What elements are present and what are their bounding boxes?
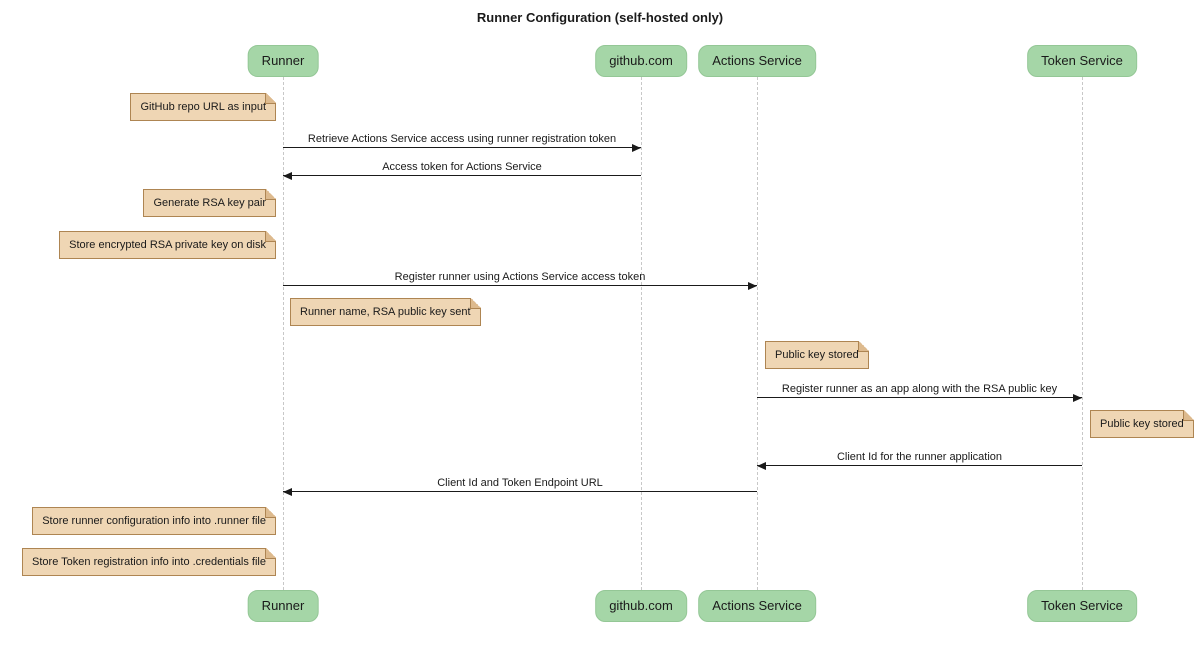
message-line: [283, 491, 757, 492]
lifeline-actions-service: [757, 77, 758, 590]
note-store-runner-file: Store runner configuration info into .ru…: [32, 507, 276, 535]
note-text: Store encrypted RSA private key on disk: [69, 239, 266, 251]
arrowhead-left-icon: [283, 172, 292, 180]
message-line: [283, 175, 641, 176]
lifeline-token-service: [1082, 77, 1083, 590]
arrowhead-left-icon: [757, 462, 766, 470]
message-label: Access token for Actions Service: [382, 161, 542, 173]
diagram-title: Runner Configuration (self-hosted only): [476, 10, 724, 25]
message-label: Register runner using Actions Service ac…: [394, 271, 646, 283]
note-store-credentials-file: Store Token registration info into .cred…: [22, 548, 276, 576]
note-fold-icon: [265, 189, 276, 200]
participant-token-service-bottom: Token Service: [1027, 590, 1137, 622]
participant-runner-bottom: Runner: [247, 590, 319, 622]
message-access-token: Access token for Actions Service: [283, 159, 641, 180]
note-text: Public key stored: [1100, 418, 1184, 430]
message-line: [283, 147, 641, 148]
note-fold-icon: [857, 341, 869, 352]
participant-token-service-top: Token Service: [1027, 45, 1137, 77]
participant-github-top: github.com: [595, 45, 687, 77]
note-fold-icon: [469, 298, 481, 309]
note-github-repo-url: GitHub repo URL as input: [130, 93, 276, 121]
message-register-runner: Register runner using Actions Service ac…: [283, 269, 757, 290]
arrowhead-right-icon: [632, 144, 641, 152]
message-client-id-endpoint: Client Id and Token Endpoint URL: [283, 475, 757, 496]
note-text: Store Token registration info into .cred…: [32, 556, 266, 568]
note-text: Public key stored: [775, 349, 859, 361]
message-client-id-runner-app: Client Id for the runner application: [757, 449, 1082, 470]
participant-actions-service-bottom: Actions Service: [698, 590, 816, 622]
note-store-private-key: Store encrypted RSA private key on disk: [59, 231, 276, 259]
arrowhead-left-icon: [283, 488, 292, 496]
message-label: Register runner as an app along with the…: [781, 383, 1058, 395]
note-fold-icon: [265, 231, 276, 242]
note-public-key-stored-token: Public key stored: [1090, 410, 1194, 438]
arrowhead-right-icon: [1073, 394, 1082, 402]
message-label: Client Id for the runner application: [836, 451, 1003, 463]
note-text: GitHub repo URL as input: [140, 101, 266, 113]
note-text: Runner name, RSA public key sent: [300, 306, 471, 318]
message-line: [757, 465, 1082, 466]
note-fold-icon: [265, 548, 276, 559]
note-fold-icon: [265, 507, 276, 518]
note-text: Generate RSA key pair: [153, 197, 266, 209]
message-label: Retrieve Actions Service access using ru…: [307, 133, 617, 145]
participant-github-bottom: github.com: [595, 590, 687, 622]
note-fold-icon: [1182, 410, 1194, 421]
message-register-runner-app: Register runner as an app along with the…: [757, 381, 1082, 402]
participant-actions-service-top: Actions Service: [698, 45, 816, 77]
lifeline-runner: [283, 77, 284, 590]
note-runner-name-sent: Runner name, RSA public key sent: [290, 298, 481, 326]
lifeline-github: [641, 77, 642, 590]
arrowhead-right-icon: [748, 282, 757, 290]
message-line: [757, 397, 1082, 398]
participant-runner-top: Runner: [247, 45, 319, 77]
note-fold-icon: [265, 93, 276, 104]
message-line: [283, 285, 757, 286]
note-text: Store runner configuration info into .ru…: [42, 515, 266, 527]
note-public-key-stored-actions: Public key stored: [765, 341, 869, 369]
note-generate-rsa-key: Generate RSA key pair: [143, 189, 276, 217]
message-retrieve-actions-access: Retrieve Actions Service access using ru…: [283, 131, 641, 152]
message-label: Client Id and Token Endpoint URL: [437, 477, 603, 489]
